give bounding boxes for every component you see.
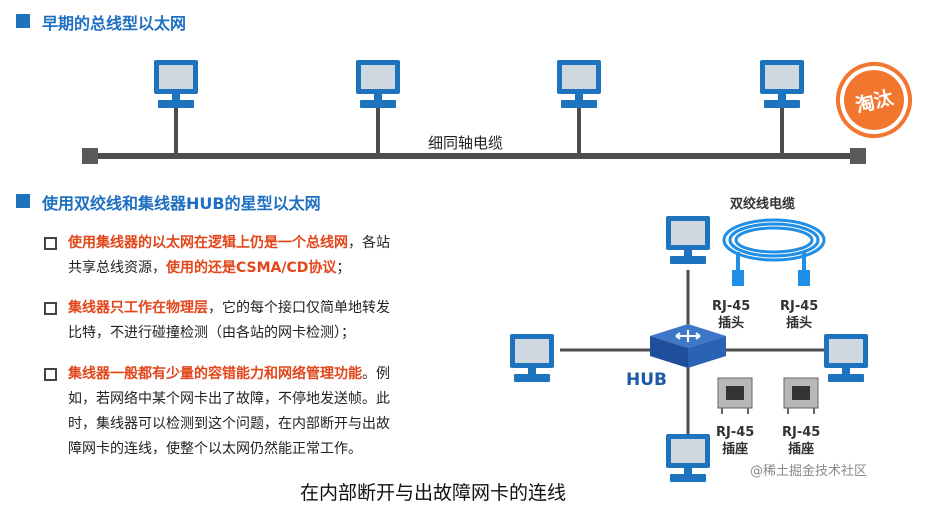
cable-title: 双绞线电缆 (730, 197, 796, 212)
point-1: 使用集线器的以太网在逻辑上仍是一个总线网，各站 共享总线资源，使用的还是CSMA… (68, 235, 390, 276)
pc-drop-line (577, 108, 581, 156)
cable-label: 细同轴电缆 (428, 134, 504, 152)
checkbox-icon (44, 237, 57, 250)
hub-icon (650, 324, 726, 368)
cable-terminator-left (82, 148, 98, 164)
computer-icon (666, 216, 710, 264)
computer-icon (824, 334, 868, 382)
hub-label: HUB (626, 370, 667, 390)
pc-drop-line (174, 108, 178, 156)
coax-cable (88, 153, 858, 159)
obsolete-badge: 淘汰 (827, 53, 921, 147)
section-bullet (16, 14, 30, 28)
computer-icon (356, 60, 400, 108)
rj45-socket-icon (783, 377, 819, 414)
section1-title: 早期的总线型以太网 (42, 14, 187, 33)
video-subtitle: 在内部断开与出故障网卡的连线 (300, 482, 567, 504)
section2-title: 使用双绞线和集线器HUB的星型以太网 (42, 194, 321, 213)
checkbox-icon (44, 368, 57, 381)
rj45-socket-icon (717, 377, 753, 414)
computer-icon (557, 60, 601, 108)
computer-icon (154, 60, 198, 108)
computer-icon (666, 434, 710, 482)
checkbox-icon (44, 302, 57, 315)
computer-icon (510, 334, 554, 382)
point-2: 集线器只工作在物理层，它的每个接口仅简单地转发 比特，不进行碰撞检测（由各站的网… (68, 300, 390, 341)
watermark: @稀土掘金技术社区 (750, 464, 868, 479)
cable-terminator-right (850, 148, 866, 164)
pc-drop-line (376, 108, 380, 156)
pc-drop-line (780, 108, 784, 156)
computer-icon (760, 60, 804, 108)
section-bullet (16, 194, 30, 208)
badge-text: 淘汰 (837, 63, 911, 137)
twisted-pair-cable-icon (722, 218, 826, 286)
point-3: 集线器一般都有少量的容错能力和网络管理功能。例 如，若网络中某个网卡出了故障，不… (68, 366, 390, 457)
